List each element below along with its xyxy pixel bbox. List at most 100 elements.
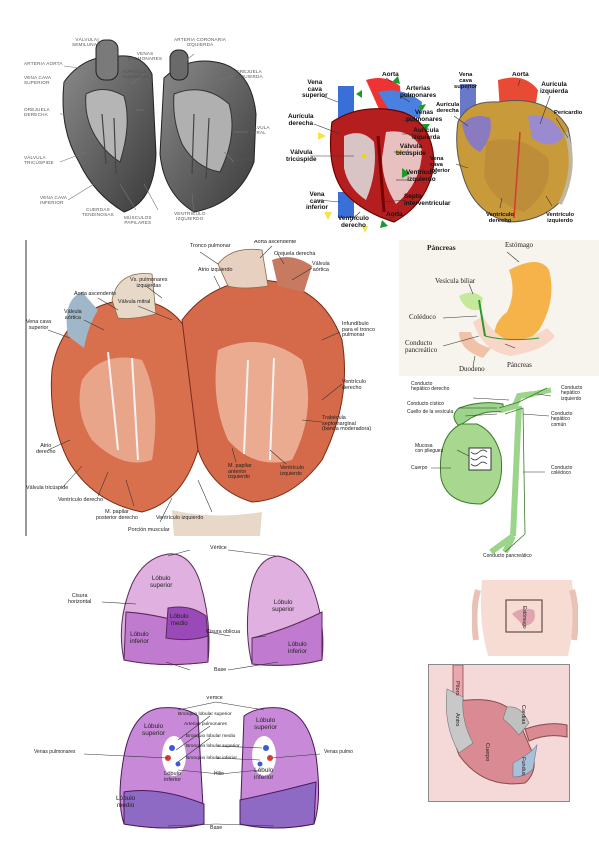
label-cuello-vesicula: Cuello de la vesícula: [407, 409, 454, 415]
label-aorta-top: Aorta: [382, 72, 399, 78]
label-valvula-aortica-l: Válvula aórtica: [64, 309, 82, 321]
label-mucosa: Mucosa con pliegues: [415, 443, 444, 455]
label-venas-pulmonares: VENAS PULMONARES: [128, 51, 163, 61]
label-bronquio-superior-2: Bronquio lobular superior: [186, 744, 240, 749]
label-musculos-papilares: MÚSCULOS PAPILARES: [124, 215, 152, 225]
label-valvula-bicuspide: Válvula bicúspide: [396, 143, 426, 157]
label-atrio-izquierdo: Atrio izquierdo: [198, 267, 233, 273]
gallbladder-illustration: [431, 387, 552, 555]
heart-color-panel: Vena cava superior Aurícula derecha Válv…: [282, 72, 452, 234]
label-valvula-aortica-r: Válvula aórtica: [312, 261, 330, 273]
pancreas-title: Páncreas: [427, 243, 456, 252]
stomach-regions-illustration: [445, 665, 568, 785]
label-estomago: Estómago: [505, 241, 533, 249]
label-trabecula: Trabécula septomarginal (banda moderador…: [322, 415, 372, 433]
label-lobulo-superior-r: Lóbulo superior: [272, 599, 295, 613]
label-tronco-pulmonar: Tronco pulmonar: [190, 243, 231, 249]
gallbladder-panel: Conducto hepático derecho Conducto hepát…: [401, 376, 599, 562]
lungs-lobes-panel: Vértice Lóbulo superior Cisura horizonta…: [40, 542, 362, 680]
label-valvula-semilunar: VÁLVULA SEMILUNAR: [72, 37, 101, 47]
lungs-hilum-panel: Vértice Bronquio lobular superior Arteri…: [28, 696, 380, 844]
label-fundus: Fundus: [520, 757, 526, 776]
label-base: Base: [210, 825, 223, 831]
lungs-hilum-illustration: [83, 701, 321, 829]
label-bronquio-medio: Bronquio lobular medio: [186, 734, 236, 739]
label-pancreas: Páncreas: [507, 361, 532, 369]
label-auricula-derecha: Aurícula derecha: [288, 113, 314, 127]
label-ventriculo-izquierdo: VENTRÍCULO IZQUIERDO: [174, 211, 206, 221]
label-hepatico-comun: Conducto hepático común: [551, 411, 573, 428]
label-conducto-pancreatico-gb: Conducto pancreático: [483, 553, 532, 559]
label-orejuela-izquierda: OREJUELA IZQUIERDA: [236, 69, 263, 79]
label-vena-cava-superior: Vena cava superior: [302, 79, 328, 100]
heart-external-panel: Vena cava superior Aorta Aurícula derech…: [428, 72, 596, 232]
label-venas-pulmonares: Venas pulmonares: [406, 109, 443, 123]
label-orejuela-derecha: Orejuela derecha: [274, 251, 316, 257]
body-stomach-illustration: [472, 580, 578, 656]
label-cisura-oblicua: Cisura oblicua: [206, 629, 241, 635]
label-septo: SEPTO: [236, 157, 253, 162]
label-conducto-pancreatico: Conducto pancreático: [405, 339, 438, 355]
label-aorta-ascendente-top: Aorta ascendente: [254, 240, 297, 245]
label-bronquio-superior: Bronquio lobular superior: [178, 712, 232, 717]
label-ventriculo-izquierdo: Ventrículo izquierdo: [406, 169, 437, 183]
label-porcion-muscular: Porción muscular: [128, 527, 170, 533]
label-ventriculo-izquierdo-r: Ventrículo izquierdo: [280, 465, 304, 477]
lungs-lobes-illustration: [101, 549, 324, 671]
label-ventriculo-izquierdo-b: Ventrículo izquierdo: [156, 515, 204, 521]
heart-color-illustration: [310, 76, 435, 233]
heart-section-panel: Tronco pulmonar Aorta ascendente Orejuel…: [22, 240, 384, 536]
label-valvula-tricuspide: Válvula tricúspide: [26, 485, 69, 491]
label-orejuela-derecha: OREJUELA DERECHA: [24, 107, 50, 117]
label-conducto-cistico: Conducto cístico: [407, 401, 444, 407]
label-auricula-izquierda: AURÍCULA IZQUIERDA: [122, 69, 149, 79]
pancreas-illustration: [442, 251, 555, 367]
label-vesicula-biliar: Vesícula biliar: [435, 277, 476, 285]
label-arterias-pulmonares: Arterias pulmonares: [184, 722, 227, 727]
label-hepatico-izquierdo: Conducto hepático izquierdo: [561, 385, 583, 402]
label-vena-cava-superior: Vena cava superior: [454, 72, 478, 91]
label-vertice: Vértice: [210, 545, 227, 551]
label-vena-cava-inferior: Vena cava inferior: [430, 156, 450, 175]
label-arterias-pulmonares: Arterias pulmonares: [400, 85, 437, 99]
label-vena-cava-superior: Vena cava superior: [26, 319, 52, 331]
label-hilio: Hilio: [214, 771, 224, 777]
label-coledoco: Colédoco: [409, 313, 436, 321]
label-m-papilar-posterior: M. papilar posterior derecho: [96, 509, 138, 521]
label-venas-pulmonares-l: Venas pulmonares: [34, 749, 76, 755]
label-cardias: Cardias: [520, 705, 526, 725]
label-m-papilar-anterior: M. papilar anterior izquierdo: [228, 463, 252, 481]
label-auricula-derecha: Aurícula derecha: [436, 102, 460, 115]
label-pericardio: Pericardio: [554, 110, 583, 116]
label-venas-pulmonares-r: Venas pulmo: [324, 749, 353, 755]
label-cisura-horizontal: Cisura horizontal: [68, 593, 92, 605]
label-valvula-tricuspide: Válvula tricúspide: [286, 149, 317, 163]
label-lobulo-inferior-r: Lóbulo inferior: [288, 641, 307, 655]
label-ventriculo-derecho: Ventrículo derecho: [338, 215, 369, 229]
label-duodeno: Duodeno: [459, 365, 485, 373]
label-atrio-derecho: Atrio derecho: [36, 443, 56, 455]
label-cuerpo-stomach: Cuerpo: [484, 743, 490, 762]
label-vs-pulmonares: Vs. pulmonares izquierdas: [130, 277, 168, 289]
heart-grayscale-panel: VÁLVULA SEMILUNAR ARTERIA AORTA VENA CAV…: [24, 34, 282, 230]
label-aorta: Aorta: [512, 72, 529, 78]
label-lobulo-medio: Lóbulo medio: [116, 795, 136, 809]
label-arteria-aorta: ARTERIA AORTA: [24, 61, 63, 66]
label-ventriculo-derecho-r: Ventrículo derecho: [342, 379, 366, 391]
label-estomago-location: Estómago: [521, 606, 527, 629]
label-cuerdas-tendinosas: CUERDAS TENDINOSAS: [82, 207, 114, 217]
label-lobulo-inferior-l: Lóbulo inferior: [130, 631, 149, 645]
label-bronquio-inferior: Bronquio lobular inferior: [186, 756, 237, 761]
label-arteria-coronaria: ARTERIA CORONARIA IZQUIERDA: [174, 37, 227, 47]
label-ventriculo-derecho-b: Ventrículo derecho: [58, 497, 103, 503]
label-lobulo-medio: Lóbulo medio: [170, 613, 189, 627]
body-stomach-location-panel: Estómago: [472, 580, 578, 656]
label-antro: Antro: [454, 713, 460, 727]
label-auricula-izquierda: Aurícula izquierda: [540, 81, 569, 95]
label-vena-cava-inferior: Vena cava inferior: [306, 191, 329, 212]
label-valvula-mitral: VÁLVULA MITRAL: [248, 125, 270, 135]
label-lobulo-superior-r: Lóbulo superior: [254, 717, 278, 731]
heart-grayscale-illustration: [59, 38, 257, 215]
heart-section-illustration: [25, 240, 345, 536]
label-auricula-izquierda: Aurícula izquierda: [412, 127, 441, 141]
